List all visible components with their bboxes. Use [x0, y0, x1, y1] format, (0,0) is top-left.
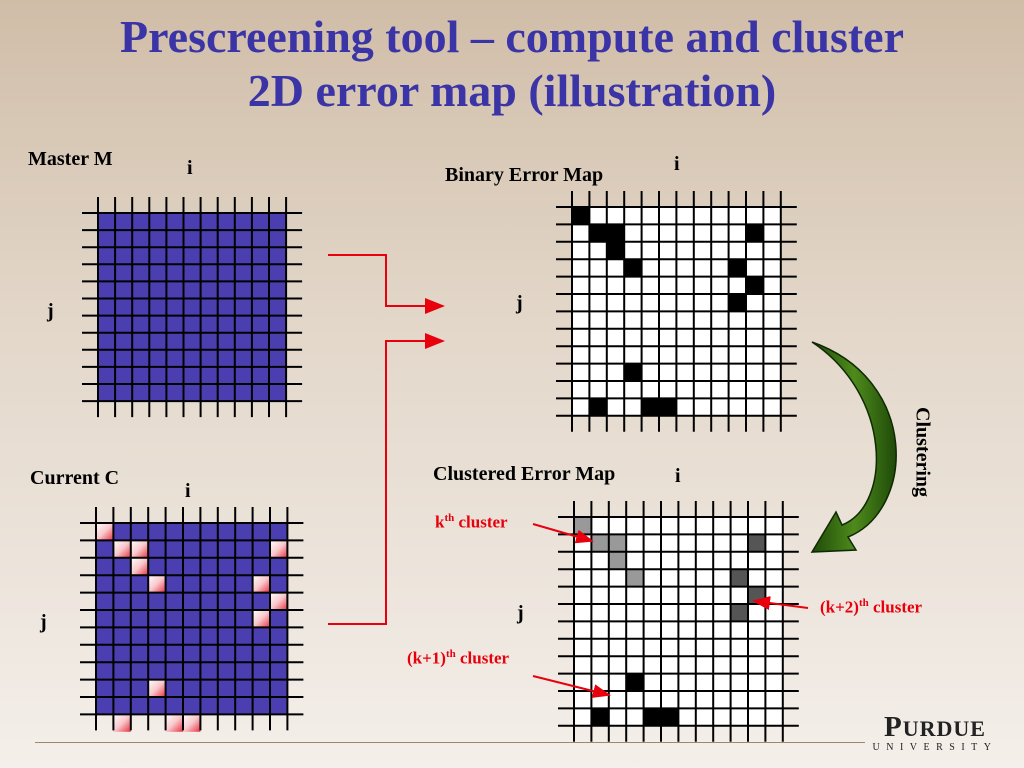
binary-error-map-grid [556, 191, 797, 432]
highlighted-pixel [270, 540, 288, 558]
title-line-1: Prescreening tool – compute and cluster [119, 11, 905, 62]
error-cell [659, 398, 677, 416]
highlighted-pixel [183, 714, 201, 732]
purdue-logo: PURDUE UNIVERSITY [872, 711, 998, 753]
grid-background [98, 213, 287, 402]
error-cell [606, 241, 625, 260]
error-cell [728, 294, 746, 312]
master-i-label: i [187, 157, 193, 179]
current-grid [80, 507, 304, 732]
master-grid [82, 197, 303, 418]
error-cell [728, 259, 746, 277]
cluster-k1-cell [643, 708, 661, 726]
error-cell [606, 224, 625, 242]
cluster-k2-cell [730, 604, 748, 622]
cluster-k2-cell [748, 534, 766, 552]
pointer-k2-cluster [752, 596, 809, 610]
error-cell [572, 207, 590, 225]
error-cell [746, 224, 764, 242]
master-label: Master M [28, 148, 113, 170]
highlighted-pixel [113, 714, 131, 732]
highlighted-pixel [148, 575, 166, 593]
highlighted-pixel [113, 540, 131, 558]
cluster-k-cell [626, 569, 644, 587]
clustered-error-map-grid [558, 501, 799, 742]
slide-title: Prescreening tool – compute and cluster … [0, 10, 1024, 118]
error-cell [624, 259, 642, 277]
binary-j-label: j [516, 292, 523, 314]
highlighted-pixel [165, 714, 183, 732]
clustered-j-label: j [517, 602, 524, 624]
error-cell [624, 363, 642, 381]
k1-cluster-label: (k+1)th cluster [407, 648, 510, 668]
clustered-i-label: i [675, 465, 681, 487]
binary-map-label: Binary Error Map [445, 164, 604, 186]
k-cluster-label: kth cluster [435, 512, 508, 532]
title-line-2: 2D error map (illustration) [247, 65, 777, 116]
highlighted-pixel [130, 540, 149, 558]
clustered-map-label: Clustered Error Map [433, 463, 616, 485]
current-j-label: j [40, 611, 47, 633]
arrow-current-to-binary [328, 333, 445, 625]
error-cell [641, 398, 659, 416]
highlighted-pixel [252, 575, 270, 593]
cluster-k2-cell [730, 569, 748, 587]
cluster-k-cell [608, 534, 627, 552]
cluster-k-cell [574, 517, 592, 535]
master-j-label: j [47, 300, 54, 322]
error-cell [746, 276, 764, 294]
footer-divider [35, 742, 865, 743]
cluster-k1-cell [626, 673, 644, 691]
error-cell [589, 398, 607, 416]
highlighted-pixel [148, 679, 166, 697]
highlighted-pixel [96, 523, 114, 541]
arrow-master-to-binary [328, 254, 445, 314]
binary-i-label: i [674, 153, 680, 175]
pointer-k1-cluster [532, 675, 611, 698]
highlighted-pixel [130, 557, 149, 576]
cluster-k-cell [591, 534, 609, 552]
k2-cluster-label: (k+2)th cluster [820, 597, 923, 617]
cluster-k1-cell [591, 708, 609, 726]
highlighted-pixel [270, 592, 288, 610]
cluster-k1-cell [661, 708, 679, 726]
clustering-arrow [810, 341, 897, 553]
error-cell [589, 224, 607, 242]
cluster-k-cell [608, 551, 627, 570]
highlighted-pixel [252, 610, 270, 628]
clustering-label: Clustering [911, 407, 934, 497]
current-i-label: i [185, 480, 191, 502]
current-label: Current C [30, 467, 120, 489]
pointer-k-cluster [532, 523, 594, 544]
